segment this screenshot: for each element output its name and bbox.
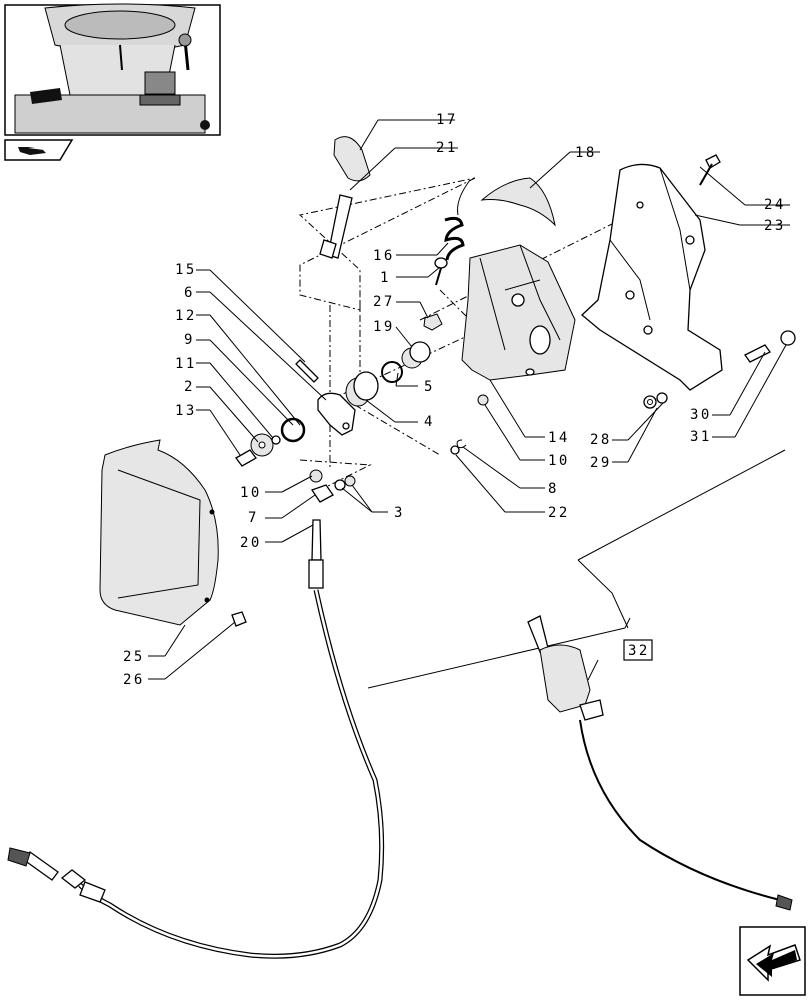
lever-knob <box>333 136 371 182</box>
ball-joint-7 <box>310 484 334 503</box>
callout-10-right: 10 <box>548 453 570 469</box>
callout-labels: 17 21 18 24 23 16 1 27 19 15 6 12 9 11 2… <box>123 112 786 688</box>
callout-27: 27 <box>373 294 395 310</box>
callout-25: 25 <box>123 649 145 665</box>
callout-2: 2 <box>184 379 195 395</box>
callout-9: 9 <box>184 332 195 348</box>
callout-32-box <box>623 639 653 661</box>
nuts-3 <box>334 475 356 491</box>
lever-shaft <box>319 194 353 259</box>
callout-29: 29 <box>590 455 612 471</box>
callout-12: 12 <box>175 308 197 324</box>
callout-14: 14 <box>548 430 570 446</box>
bolt-13 <box>235 449 257 467</box>
support-bracket <box>581 163 723 391</box>
next-page-arrow-icon[interactable] <box>739 926 806 996</box>
control-cable <box>7 519 385 959</box>
washer-2 <box>250 433 274 457</box>
callout-32: 32 <box>628 643 650 659</box>
lever-arm-6 <box>317 392 356 436</box>
nut-27 <box>423 313 443 331</box>
washer-11 <box>271 435 281 445</box>
cover <box>99 439 219 626</box>
callout-28: 28 <box>590 432 612 448</box>
callout-13: 13 <box>175 403 197 419</box>
washers-28-29 <box>643 392 668 409</box>
screw-30 <box>744 344 771 363</box>
callout-15: 15 <box>175 262 197 278</box>
callout-24: 24 <box>764 197 786 213</box>
lever-housing <box>461 244 576 381</box>
callout-21: 21 <box>436 140 458 156</box>
callout-26: 26 <box>123 672 145 688</box>
nut-10-lower <box>309 469 323 483</box>
callout-10-left: 10 <box>240 485 262 501</box>
callout-22: 22 <box>548 505 570 521</box>
spring <box>444 179 471 261</box>
clip-8 <box>456 439 467 449</box>
callout-20: 20 <box>240 535 262 551</box>
callout-8: 8 <box>548 481 559 497</box>
callout-17: 17 <box>436 112 458 128</box>
guard-plate <box>480 177 556 227</box>
callout-3: 3 <box>394 505 405 521</box>
callout-7: 7 <box>248 510 259 526</box>
assembly-detail <box>367 449 793 911</box>
callout-16: 16 <box>373 248 395 264</box>
bushing-4 <box>345 371 379 407</box>
callout-5: 5 <box>424 379 435 395</box>
callout-31: 31 <box>690 429 712 445</box>
callout-1: 1 <box>380 270 391 286</box>
callout-11: 11 <box>175 356 197 372</box>
callout-30: 30 <box>690 407 712 423</box>
callout-4: 4 <box>424 414 435 430</box>
screw-26 <box>231 611 247 627</box>
bolt-24 <box>699 154 721 186</box>
ring-9 <box>280 417 306 443</box>
washer-22 <box>450 445 460 455</box>
nut-10-upper <box>477 394 489 406</box>
ring-5 <box>381 361 403 383</box>
folder-bookmark-icon[interactable] <box>4 139 74 161</box>
callout-19: 19 <box>373 319 395 335</box>
overview-thumbnail <box>4 3 221 136</box>
callout-18: 18 <box>575 145 597 161</box>
callout-6: 6 <box>184 285 195 301</box>
pin <box>434 257 448 286</box>
cap-31 <box>780 330 796 346</box>
bushing-19 <box>401 341 431 369</box>
leader-lines <box>148 119 790 681</box>
pin-15 <box>295 359 319 383</box>
callout-23: 23 <box>764 218 786 234</box>
